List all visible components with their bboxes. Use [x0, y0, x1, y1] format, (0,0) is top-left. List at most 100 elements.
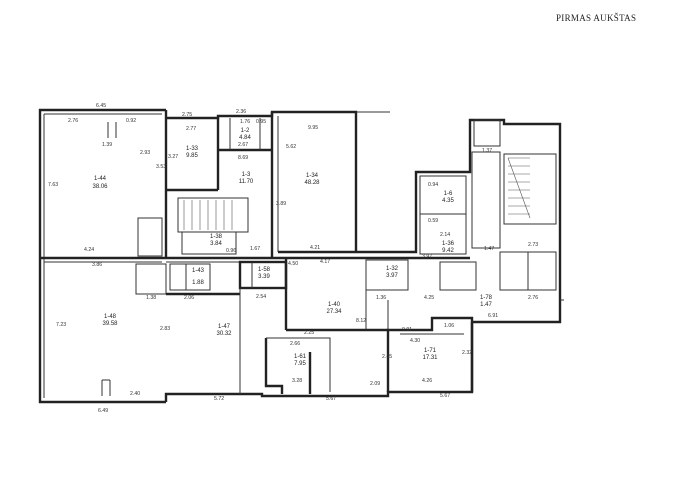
dimension: 3.27: [168, 154, 178, 160]
dimension: 4.17: [320, 259, 330, 265]
outer-wall-west: [38, 108, 166, 404]
room-id: 1-58: [258, 267, 271, 273]
service-room-west-south: [135, 263, 167, 295]
room-id: 1-38: [210, 234, 223, 240]
dimension: 3.53: [156, 164, 166, 170]
dimension: 1.67: [250, 246, 260, 252]
dimension: 1.06: [444, 323, 454, 329]
dimension: 4.50: [288, 261, 298, 267]
dimension: 6.49: [98, 408, 108, 414]
room-labels: 1-44 38.06 1-33 9.85 1-2 4.84 1-3 11.70 …: [92, 128, 492, 367]
dimension: 2.75: [182, 112, 192, 118]
room-area: 4.35: [442, 198, 454, 204]
dimension: 0.59: [428, 218, 438, 224]
room-id: 1-78: [480, 295, 493, 301]
room-1-61-outline: [264, 338, 284, 394]
stair-north-outline: [177, 197, 249, 233]
service-room-west-north: [137, 217, 163, 257]
dimension: 8.69: [238, 155, 248, 161]
stair-east-outline: [503, 153, 557, 225]
room-id: 1-2: [241, 128, 250, 134]
dimension: 2.25: [304, 330, 314, 336]
dimension: 2.36: [236, 109, 246, 115]
dimension: 0.94: [428, 182, 438, 188]
room-id: 1-6: [444, 191, 453, 197]
dimension: 2.45: [382, 354, 392, 360]
dimension: 2.83: [160, 326, 170, 332]
room-area: 17.31: [422, 355, 438, 361]
dimension: 5.62: [286, 144, 296, 150]
room-id: 1-32: [386, 266, 399, 272]
room-1-71-outline: [386, 316, 474, 392]
room-area: 1.47: [480, 302, 492, 308]
plan-title: PIRMAS AUKŠTAS: [556, 13, 636, 23]
room-id: 1-61: [294, 354, 307, 360]
room-area: 39.58: [102, 321, 118, 327]
dimension: 2.73: [528, 242, 538, 248]
stairs-north: [183, 200, 233, 230]
dimension: 2.93: [140, 150, 150, 156]
room-1-38-outline: [181, 231, 237, 255]
service-room-east-top: [473, 119, 501, 147]
dimension: 5.72: [214, 396, 224, 402]
room-id: 1-36: [442, 241, 455, 247]
dimension: 2.66: [290, 341, 300, 347]
dimension: 4.30: [410, 338, 420, 344]
dimension: 3.86: [92, 262, 102, 268]
dimension: 4.26: [422, 378, 432, 384]
dimension: 2.14: [440, 232, 450, 238]
dimension: 1.38: [146, 295, 156, 301]
room-1-36-outline: [419, 213, 467, 255]
dimension: 5.67: [326, 396, 336, 402]
room-id: 1-34: [306, 173, 319, 179]
room-area: 4.84: [239, 135, 251, 141]
dimension: 0.95: [256, 119, 266, 125]
dimension: 3.97: [422, 254, 432, 260]
dimension: 0.92: [126, 118, 136, 124]
room-id: 1-3: [242, 172, 251, 178]
room-area: 38.06: [92, 184, 108, 190]
dimension: 6.45: [96, 103, 106, 109]
dimension: 4.21: [310, 245, 320, 251]
room-area: 30.32: [216, 331, 232, 337]
dimension: 1.36: [376, 295, 386, 301]
room-1-43-outline: [169, 263, 211, 291]
room-id: 1-71: [424, 348, 437, 354]
room-area: 9.85: [186, 153, 198, 159]
dimension: 3.28: [292, 378, 302, 384]
dimension: 7.63: [48, 182, 58, 188]
dimension: 5.67: [440, 393, 450, 399]
room-1-32-outline: [365, 259, 409, 291]
dimension: 2.09: [370, 381, 380, 387]
corridor-east: [471, 151, 501, 249]
room-area: 9.42: [442, 248, 454, 254]
dimension-labels: 6.45 2.76 0.92 2.75 2.77 2.36 1.76 0.95 …: [48, 103, 538, 414]
room-area: 1.88: [192, 280, 204, 286]
room-area: 3.84: [210, 241, 222, 247]
dimension: 2.76: [68, 118, 78, 124]
dimension: 2.67: [238, 142, 248, 148]
room-area: 7.95: [294, 361, 306, 367]
dimension: 7.23: [56, 322, 66, 328]
room-id: 1-33: [186, 146, 199, 152]
dimension: 9.95: [308, 125, 318, 131]
outer-wall-north-middle-top: [166, 110, 358, 252]
dimension: 1.76: [240, 119, 250, 125]
outer-wall-east: [356, 118, 562, 324]
dimension: 0.91: [402, 327, 412, 333]
stair-direction-line: [507, 157, 531, 219]
room-1-78-outline: [439, 261, 477, 291]
dimension: 2.06: [184, 295, 194, 301]
dimension: 2.77: [186, 126, 196, 132]
room-id: 1-44: [94, 176, 107, 182]
room-1-61-inner: [266, 337, 331, 392]
dimension: 1.37: [482, 148, 492, 154]
room-area: 11.70: [239, 179, 254, 185]
dimension: 2.40: [130, 391, 140, 397]
dimension: 8.12: [356, 318, 366, 324]
outer-wall-south: [164, 322, 474, 402]
dimension: 2.54: [256, 294, 266, 300]
stairs-east: [507, 157, 531, 219]
dimension: 2.76: [528, 295, 538, 301]
dimension: 2.32: [462, 350, 472, 356]
